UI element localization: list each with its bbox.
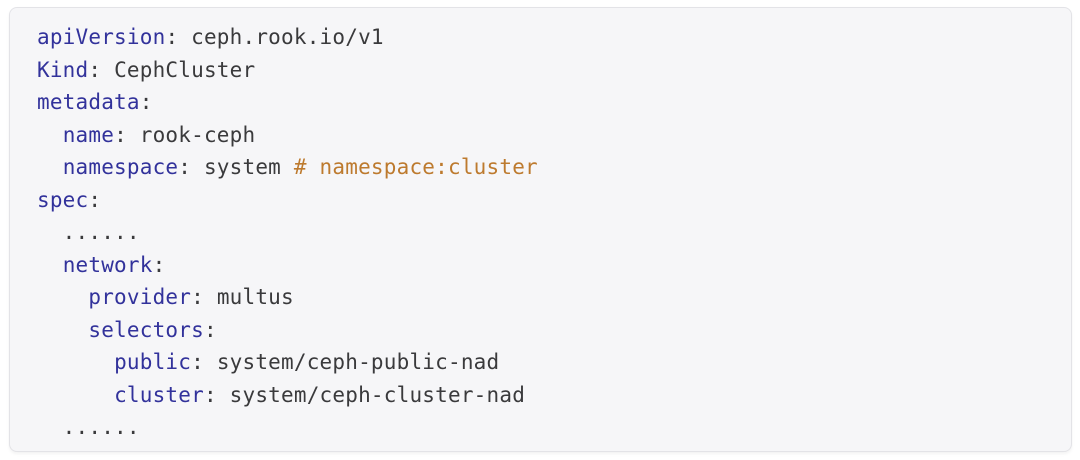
yaml-plain xyxy=(37,285,88,309)
yaml-key: network xyxy=(62,252,153,277)
yaml-key: name xyxy=(62,122,115,147)
yaml-key: spec xyxy=(37,187,89,212)
yaml-plain xyxy=(37,318,88,342)
yaml-plain xyxy=(37,350,114,374)
code-line: provider: multus xyxy=(37,281,1047,314)
yaml-value: CephCluster xyxy=(114,57,256,82)
yaml-key: Kind xyxy=(37,57,89,82)
yaml-plain: : xyxy=(88,187,102,212)
yaml-plain xyxy=(37,123,63,147)
yaml-key: provider xyxy=(88,285,192,309)
yaml-value: rook-ceph xyxy=(139,122,256,147)
yaml-plain xyxy=(37,253,63,277)
yaml-plain: : xyxy=(152,252,166,277)
yaml-plain: : xyxy=(203,317,217,342)
code-line: apiVersion: ceph.rook.io/v1 xyxy=(37,21,1047,54)
yaml-plain: : xyxy=(191,350,217,374)
code-line: cluster: system/ceph-cluster-nad xyxy=(37,379,1047,412)
yaml-value: system xyxy=(203,155,294,179)
code-line: ...... xyxy=(37,411,1047,444)
yaml-plain: : xyxy=(165,25,192,49)
yaml-plain xyxy=(37,383,114,407)
code-line: ...... xyxy=(37,216,1047,249)
yaml-value: system/ceph-public-nad xyxy=(216,350,500,374)
yaml-plain: : xyxy=(114,122,140,147)
yaml-plain: : xyxy=(191,285,217,309)
code-line: public: system/ceph-public-nad xyxy=(37,346,1047,379)
yaml-plain: : xyxy=(139,90,153,114)
code-line: network: xyxy=(37,249,1047,282)
code-line: selectors: xyxy=(37,314,1047,347)
yaml-comment: # namespace:cluster xyxy=(293,155,538,179)
code-line: Kind: CephCluster xyxy=(37,54,1047,87)
yaml-value: ceph.rook.io/v1 xyxy=(191,25,384,49)
yaml-key: public xyxy=(114,350,192,374)
yaml-plain: : xyxy=(178,155,204,179)
yaml-plain xyxy=(37,155,63,179)
code-line: name: rook-ceph xyxy=(37,119,1047,152)
yaml-plain: : xyxy=(88,57,115,82)
code-line: spec: xyxy=(37,184,1047,217)
yaml-key: namespace xyxy=(62,155,179,179)
yaml-plain: ...... xyxy=(37,220,140,244)
code-line: metadata: xyxy=(37,86,1047,119)
yaml-key: selectors xyxy=(88,317,204,342)
code-line: namespace: system # namespace:cluster xyxy=(37,151,1047,184)
yaml-value: multus xyxy=(216,285,294,309)
yaml-plain: ...... xyxy=(37,415,140,439)
yaml-key: metadata xyxy=(37,90,140,114)
yaml-key: cluster xyxy=(114,382,204,407)
yaml-key: apiVersion xyxy=(37,25,166,49)
yaml-value: system/ceph-cluster-nad xyxy=(229,382,526,407)
yaml-plain: : xyxy=(203,382,230,407)
